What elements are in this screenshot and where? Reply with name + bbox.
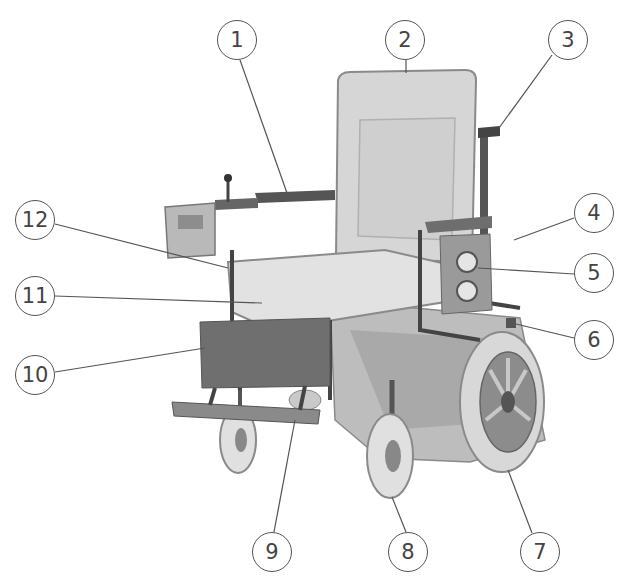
callout-number: 6 bbox=[587, 330, 600, 351]
armrest bbox=[425, 216, 492, 233]
callout-number: 5 bbox=[587, 263, 600, 284]
callout-circle: 6 bbox=[574, 320, 614, 360]
callout-number: 9 bbox=[265, 542, 278, 563]
wheel-hub bbox=[501, 391, 515, 413]
callout-circle: 8 bbox=[388, 532, 428, 572]
leader-line bbox=[274, 420, 295, 532]
leader-line bbox=[240, 60, 287, 193]
leader-lines bbox=[55, 55, 574, 533]
callout-number: 7 bbox=[533, 542, 546, 563]
callout-circle: 9 bbox=[252, 532, 292, 572]
callout-number: 10 bbox=[22, 365, 49, 386]
control-box bbox=[165, 203, 215, 258]
callout-number: 4 bbox=[587, 203, 600, 224]
control-bracket bbox=[215, 198, 258, 210]
leader-line bbox=[55, 296, 262, 303]
adjust-knob bbox=[457, 252, 477, 272]
callout-circle: 2 bbox=[385, 20, 425, 60]
leader-line bbox=[55, 224, 228, 268]
wheel-spokes bbox=[486, 358, 530, 420]
leader-line bbox=[508, 470, 532, 533]
chassis bbox=[330, 300, 545, 462]
front-castor bbox=[367, 414, 413, 498]
leader-line bbox=[516, 324, 574, 338]
push-handle bbox=[478, 126, 500, 138]
callout-circle: 1 bbox=[217, 20, 257, 60]
callout-circle: 7 bbox=[520, 532, 560, 572]
callout-circle: 10 bbox=[15, 355, 55, 395]
callout-number: 8 bbox=[401, 542, 414, 563]
side-panel bbox=[440, 234, 492, 314]
backrest bbox=[336, 70, 476, 262]
joystick-knob bbox=[224, 174, 232, 182]
castor-hub bbox=[385, 440, 401, 472]
control-display bbox=[178, 215, 203, 229]
armrest bbox=[255, 190, 335, 203]
callout-number: 12 bbox=[22, 210, 49, 231]
callout-number: 11 bbox=[22, 286, 49, 307]
castor-hub bbox=[235, 428, 247, 452]
callout-number: 2 bbox=[398, 30, 411, 51]
footrest-tube bbox=[300, 386, 305, 410]
callout-number: 1 bbox=[230, 30, 243, 51]
callout-circle: 11 bbox=[15, 276, 55, 316]
leader-line bbox=[392, 497, 406, 532]
leader-line bbox=[514, 218, 574, 240]
callout-circle: 5 bbox=[574, 253, 614, 293]
adjust-knob bbox=[457, 281, 477, 301]
callout-circle: 3 bbox=[548, 20, 588, 60]
callout-number: 3 bbox=[561, 30, 574, 51]
joystick bbox=[227, 180, 230, 202]
rear-wheel bbox=[460, 332, 544, 472]
footrest-tube bbox=[210, 388, 215, 405]
leader-line bbox=[405, 60, 406, 73]
leader-line bbox=[478, 268, 574, 274]
leg-panel bbox=[200, 318, 330, 388]
leader-line bbox=[55, 348, 205, 372]
callout-circle: 12 bbox=[15, 200, 55, 240]
rear-wheel-rim bbox=[480, 352, 536, 452]
leader-line bbox=[499, 55, 552, 128]
footrest bbox=[172, 402, 320, 424]
lock-lever bbox=[506, 318, 516, 328]
callout-circle: 4 bbox=[574, 193, 614, 233]
